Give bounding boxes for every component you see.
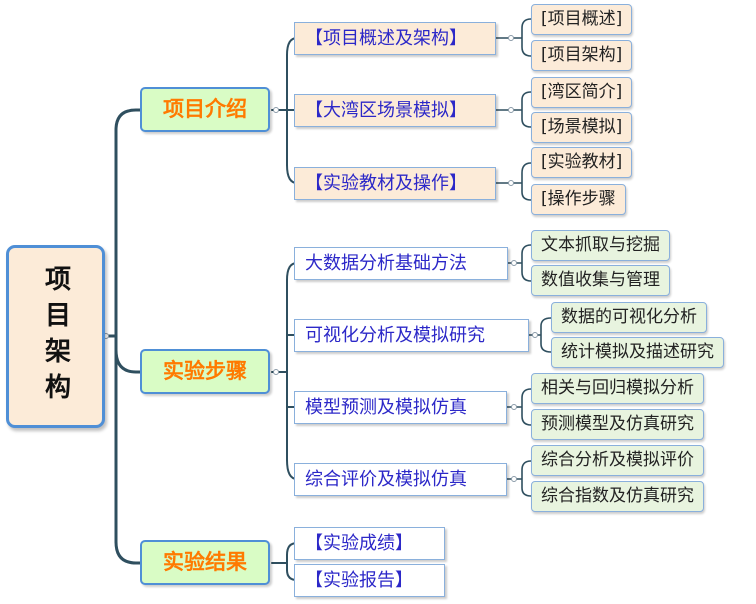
leaf-label: [湾区简介] [541, 82, 623, 102]
leaf-node[interactable]: 统计模拟及描述研究 [551, 337, 724, 368]
leaf-label: 文本抓取与挖掘 [541, 235, 660, 255]
subtopic-materials-operation[interactable]: 【实验教材及操作】 [294, 167, 496, 200]
subtopic-label: 大数据分析基础方法 [305, 252, 467, 274]
leaf-label: 统计模拟及描述研究 [561, 342, 714, 362]
leaf-node[interactable]: 文本抓取与挖掘 [531, 230, 670, 261]
branch-experiment-steps[interactable]: 实验步骤 [140, 349, 270, 394]
subtopic-bay-area-simulation[interactable]: 【大湾区场景模拟】 [294, 94, 496, 127]
leaf-label: [项目架构] [541, 45, 623, 65]
leaf-node[interactable]: 相关与回归模拟分析 [531, 373, 704, 404]
leaf-node[interactable]: 综合指数及仿真研究 [531, 481, 704, 512]
leaf-node[interactable]: [实验教材] [531, 147, 633, 178]
leaf-node[interactable]: 预测模型及仿真研究 [531, 409, 704, 440]
leaf-label: 数据的可视化分析 [561, 307, 697, 327]
leaf-node[interactable]: [项目架构] [531, 40, 633, 71]
leaf-node[interactable]: 数据的可视化分析 [551, 302, 707, 333]
leaf-node[interactable]: 综合分析及模拟评价 [531, 445, 704, 476]
subtopic-big-data-basics[interactable]: 大数据分析基础方法 [294, 247, 508, 280]
subtopic-label: 模型预测及模拟仿真 [305, 396, 467, 418]
leaf-node[interactable]: [操作步骤 [531, 184, 626, 215]
leaf-label: [项目概述] [541, 9, 623, 29]
leaf-label: [实验教材] [541, 152, 623, 172]
leaf-label: [场景模拟] [541, 117, 623, 137]
subtopic-label: 【大湾区场景模拟】 [305, 99, 467, 121]
branch-label: 实验结果 [163, 550, 247, 574]
leaf-label: [操作步骤 [541, 189, 616, 209]
root-node[interactable]: 项目架构 [6, 245, 105, 428]
leaf-label: 综合指数及仿真研究 [541, 486, 694, 506]
subtopic-label: 【实验教材及操作】 [305, 172, 467, 194]
subtopic-label: 【实验成绩】 [305, 532, 413, 554]
leaf-node[interactable]: [湾区简介] [531, 77, 633, 108]
subtopic-project-overview[interactable]: 【项目概述及架构】 [294, 22, 496, 55]
leaf-node[interactable]: [项目概述] [531, 4, 633, 35]
branch-experiment-results[interactable]: 实验结果 [140, 540, 270, 585]
leaf-node[interactable]: 数值收集与管理 [531, 265, 670, 296]
subtopic-label: 综合评价及模拟仿真 [305, 468, 467, 490]
subtopic-experiment-report[interactable]: 【实验报告】 [294, 564, 445, 597]
subtopic-visualization[interactable]: 可视化分析及模拟研究 [294, 319, 529, 352]
subtopic-comprehensive-evaluation[interactable]: 综合评价及模拟仿真 [294, 463, 507, 496]
branch-project-intro[interactable]: 项目介绍 [140, 87, 270, 132]
subtopic-label: 可视化分析及模拟研究 [305, 324, 485, 346]
leaf-label: 数值收集与管理 [541, 270, 660, 290]
leaf-label: 预测模型及仿真研究 [541, 414, 694, 434]
branch-label: 实验步骤 [163, 359, 247, 383]
subtopic-label: 【项目概述及架构】 [305, 27, 467, 49]
leaf-node[interactable]: [场景模拟] [531, 112, 633, 143]
subtopic-label: 【实验报告】 [305, 569, 413, 591]
subtopic-model-prediction[interactable]: 模型预测及模拟仿真 [294, 391, 507, 424]
leaf-label: 相关与回归模拟分析 [541, 378, 694, 398]
leaf-label: 综合分析及模拟评价 [541, 450, 694, 470]
subtopic-experiment-score[interactable]: 【实验成绩】 [294, 527, 445, 560]
root-node-label: 项目架构 [40, 264, 71, 409]
branch-label: 项目介绍 [163, 97, 247, 121]
